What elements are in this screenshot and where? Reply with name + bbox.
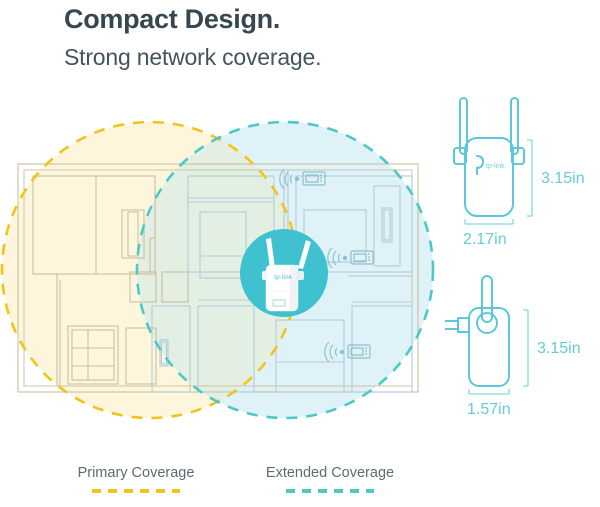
floor-plan-cool xyxy=(151,170,413,393)
side-height-label: 3.15in xyxy=(537,340,581,357)
front-width-label: 2.17in xyxy=(463,231,507,248)
front-height-label: 3.15in xyxy=(541,170,585,187)
wifi-device-middle-right xyxy=(327,247,374,269)
wifi-device-top-right xyxy=(279,168,326,190)
page-subtitle: Strong network coverage. xyxy=(64,44,322,70)
coverage-legend: Primary Coverage Extended Coverage xyxy=(0,460,450,507)
legend-extended-dash xyxy=(286,489,374,493)
coverage-illustration: tp-link xyxy=(0,120,435,420)
tp-link-wordmark: tp-link xyxy=(486,163,505,170)
legend-extended-coverage: Extended Coverage xyxy=(228,464,432,493)
page-title: Compact Design. xyxy=(64,4,281,34)
extender-side-view xyxy=(445,275,510,387)
front-height-bracket xyxy=(527,139,533,217)
side-width-bracket xyxy=(468,389,510,395)
extender-front-view xyxy=(453,97,525,217)
svg-text:tp-link: tp-link xyxy=(274,275,293,281)
legend-primary-coverage: Primary Coverage xyxy=(38,464,234,493)
legend-primary-label: Primary Coverage xyxy=(77,465,195,481)
extended-coverage-circle xyxy=(135,120,435,420)
wifi-device-bottom-right xyxy=(324,341,371,363)
legend-primary-dash xyxy=(92,489,180,493)
legend-extended-label: Extended Coverage xyxy=(265,465,395,481)
side-width-label: 1.57in xyxy=(467,401,511,418)
front-width-bracket xyxy=(464,219,514,225)
router-product-marker: tp-link xyxy=(240,229,328,317)
dimension-diagrams: tp-link 3.15in 2.17in xyxy=(445,97,585,418)
tp-link-logo: tp-link xyxy=(476,155,505,175)
side-height-bracket xyxy=(523,309,529,387)
